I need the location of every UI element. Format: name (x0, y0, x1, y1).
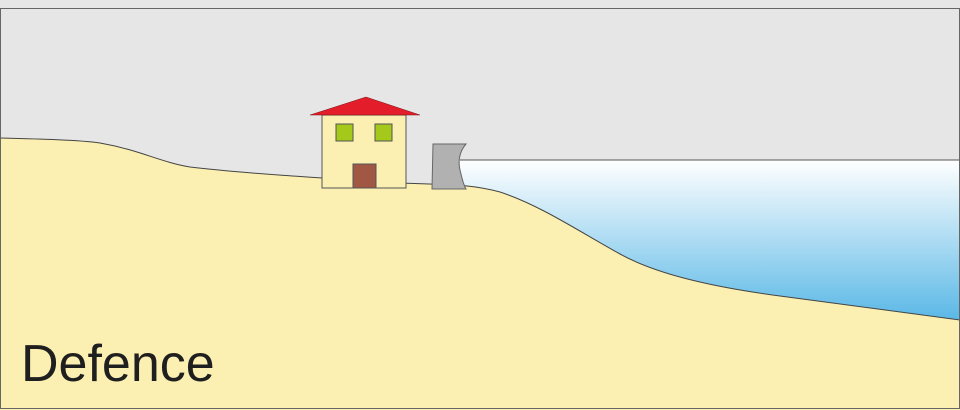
house-window-right (375, 124, 392, 141)
house-icon (310, 97, 420, 188)
caption-label: Defence (21, 338, 215, 390)
house-window-left (336, 124, 353, 141)
house-door (353, 164, 376, 188)
